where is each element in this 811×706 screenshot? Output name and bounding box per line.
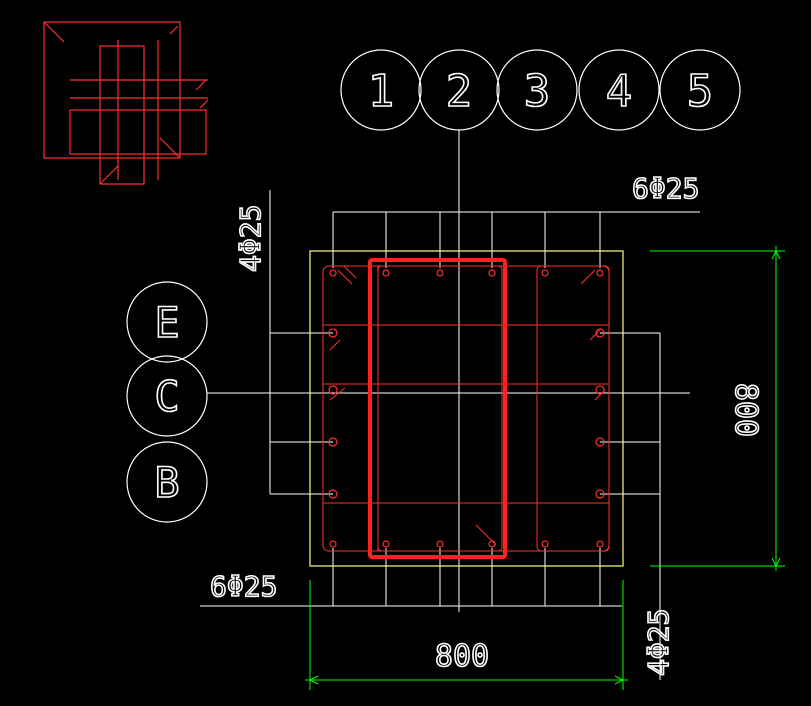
grid-bubble-1: 1 [368,66,395,117]
grid-bubble-C: C [154,372,179,421]
grid-bubble-B: B [154,458,179,507]
grid-bubble-E: E [154,298,179,347]
dimension-lines [305,246,785,690]
grid-bubble-3: 3 [524,66,551,117]
grid-bubble-5: 5 [687,66,714,117]
grid-bubble-4: 4 [606,66,633,117]
section-thumbnail[interactable] [43,21,209,185]
height-dimension-label: 800 [728,383,763,437]
bottom-bars-label: 6Φ25 [210,570,277,603]
rebar-dots [328,269,605,548]
grid-bubble-2: 2 [446,66,473,117]
left-bars-label: 4Φ25 [234,205,267,272]
selected-stirrup-highlight[interactable] [368,258,507,559]
width-dimension-label: 800 [435,639,489,674]
column-outline[interactable] [309,250,624,567]
leader-lines [200,190,700,680]
row-grid-labels: E C B [154,297,181,508]
column-grid-labels: 1 2 3 4 5 [367,65,714,118]
axis-lines [207,130,690,612]
row-grid-bubbles [126,281,208,523]
stirrups [322,265,610,552]
right-bars-label: 4Φ25 [642,609,675,676]
top-bars-label: 6Φ25 [632,172,699,205]
